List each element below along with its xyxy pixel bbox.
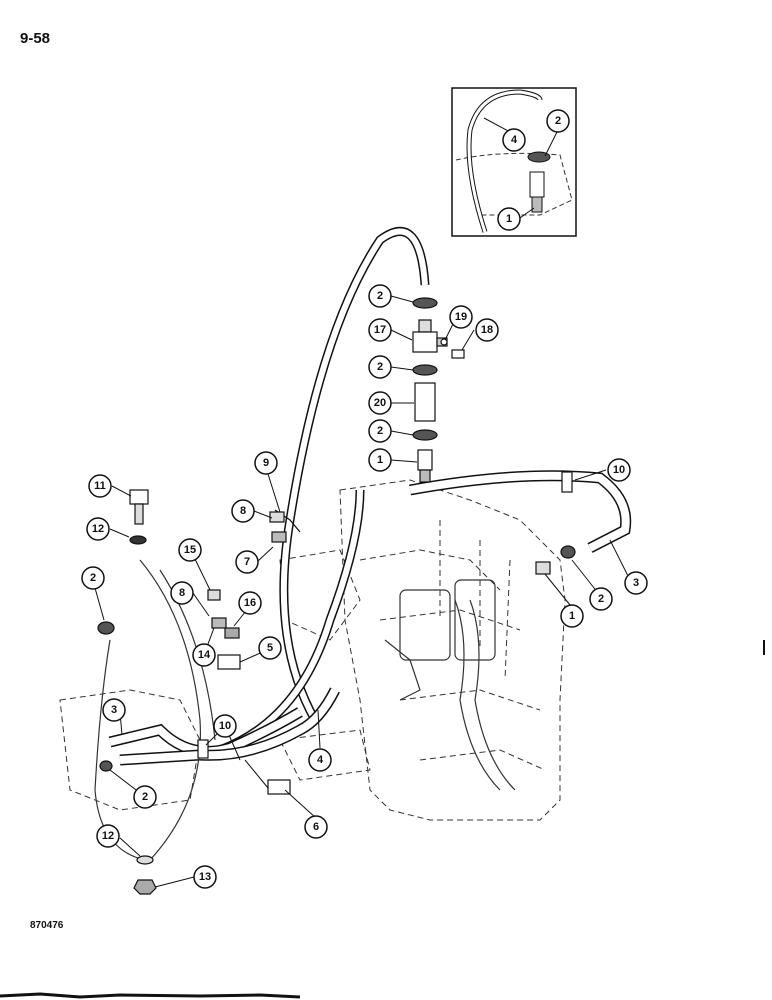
callout-label: 8 — [240, 505, 246, 517]
callout-label: 2 — [90, 572, 96, 584]
callout-label: 17 — [374, 324, 386, 336]
callout-label: 2 — [142, 791, 148, 803]
callout-label: 10 — [613, 464, 625, 476]
callout-label: 20 — [374, 397, 386, 409]
figure-id: 870476 — [30, 920, 64, 931]
small-parts — [97, 471, 576, 895]
hose-4 — [218, 226, 430, 755]
callout-label: 2 — [555, 115, 561, 127]
callout-label: 1 — [377, 454, 383, 466]
callout-label: 2 — [377, 361, 383, 373]
callout-label: 16 — [244, 597, 256, 609]
callout-label: 18 — [481, 324, 493, 336]
engine-block-details — [384, 579, 516, 791]
callout-circles — [81, 109, 648, 889]
pipe-3-lower — [108, 687, 340, 766]
callout-label: 8 — [179, 587, 185, 599]
callout-label: 3 — [633, 577, 639, 589]
callout-label: 2 — [598, 593, 604, 605]
page-number: 9-58 — [20, 30, 51, 47]
callout-label: 14 — [198, 649, 211, 661]
callout-label: 9 — [263, 457, 269, 469]
callout-label: 3 — [111, 704, 117, 716]
callout-label: 15 — [184, 544, 196, 556]
callout-label: 4 — [511, 134, 518, 146]
callout-label: 10 — [219, 720, 231, 732]
callout-label: 12 — [102, 830, 114, 842]
callout-label: 5 — [267, 642, 273, 654]
callout-label: 19 — [455, 311, 467, 323]
scan-edge-artifact — [0, 992, 301, 999]
callout-label: 11 — [94, 480, 106, 492]
callout-label: 12 — [92, 523, 104, 535]
callout-label: 2 — [377, 290, 383, 302]
callout-labels: 4 2 1 2 17 19 18 2 20 2 1 10 9 11 8 12 7… — [90, 115, 639, 883]
callout-label: 4 — [317, 754, 324, 766]
component-stack — [412, 297, 465, 483]
pipe-3-upper — [409, 470, 632, 553]
callout-label: 7 — [244, 556, 250, 568]
callout-label: 1 — [569, 610, 575, 622]
callout-label: 2 — [377, 425, 383, 437]
callout-label: 13 — [199, 871, 211, 883]
callout-label: 6 — [313, 821, 319, 833]
callout-label: 1 — [506, 213, 512, 225]
